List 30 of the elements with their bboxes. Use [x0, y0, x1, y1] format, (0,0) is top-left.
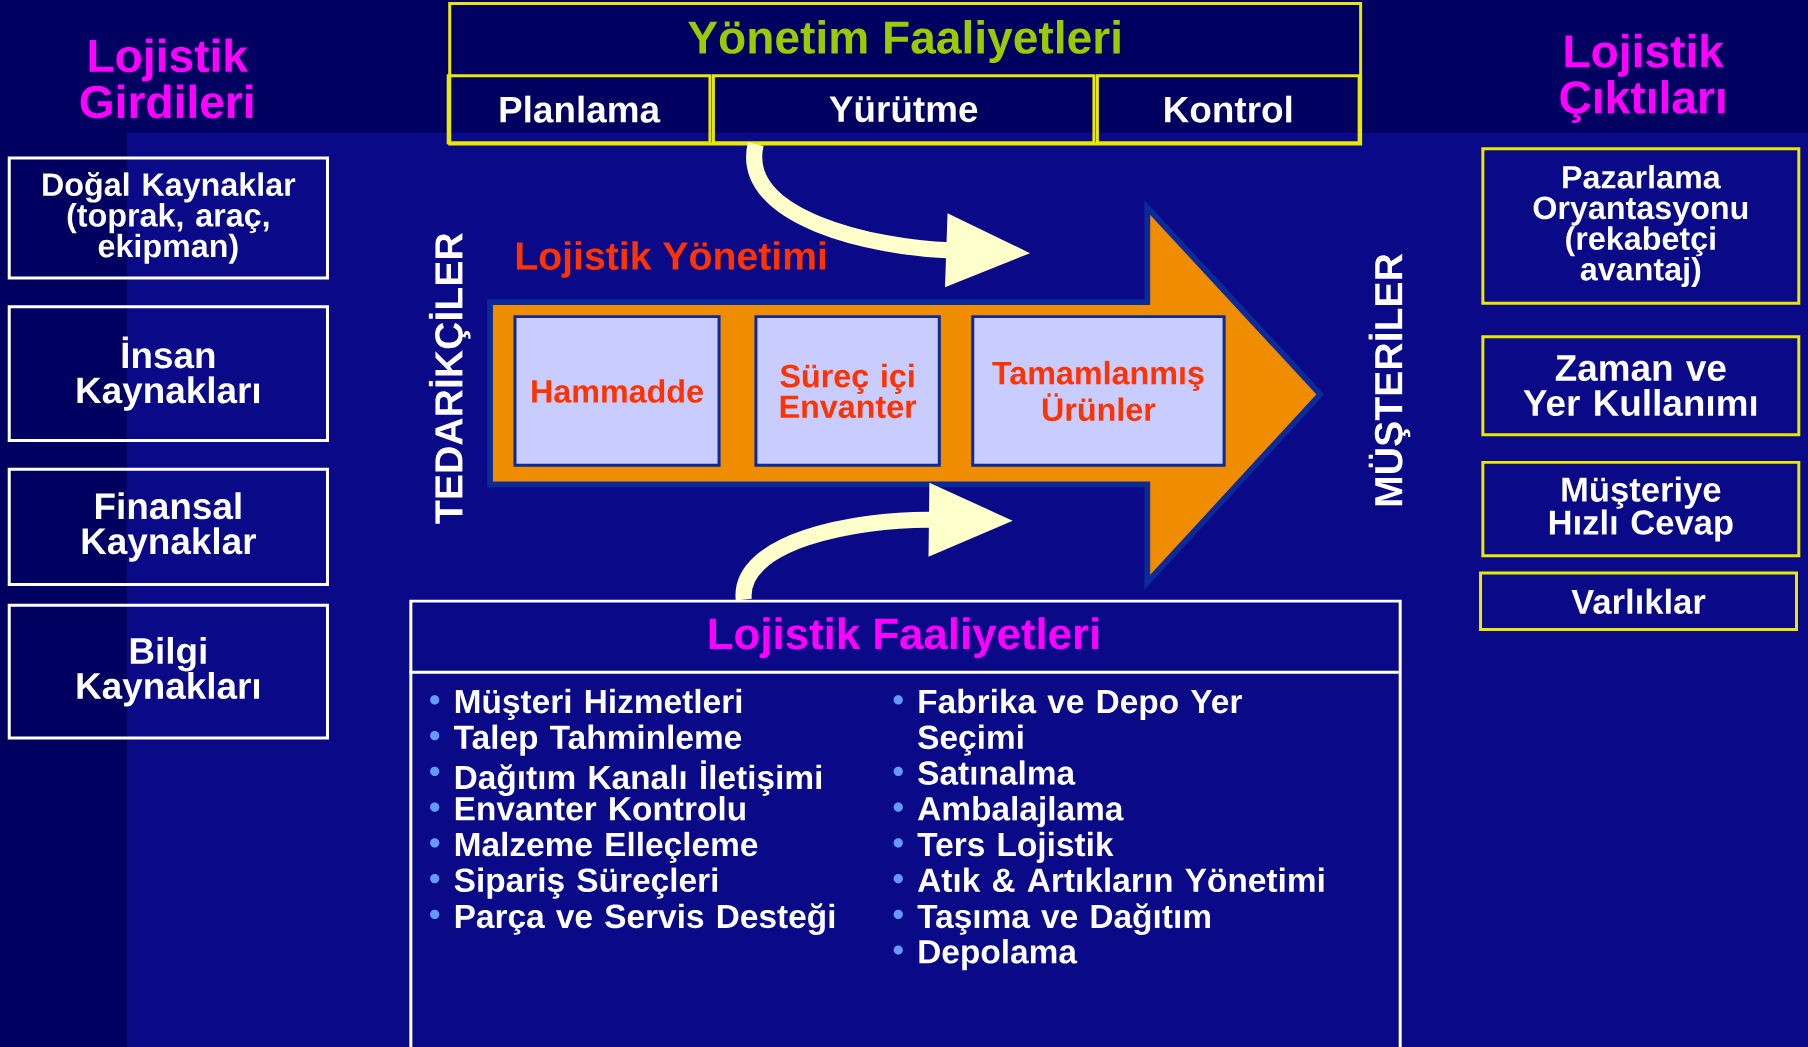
- list-item: Talep Tahminleme: [454, 724, 742, 756]
- list-item: Ambalajlama: [918, 796, 1124, 828]
- list-item: Fabrika ve Depo Yer Seçimi: [918, 688, 1242, 756]
- input-box: Finansal Kaynaklar: [7, 467, 329, 587]
- list-item: Taşıma ve Dağıtım: [917, 903, 1210, 935]
- input-box: İnsan Kaynakları: [7, 305, 329, 442]
- list-item: Atık & Artıkların Yönetimi: [918, 867, 1324, 893]
- output-box: Müşteriye Hızlı Cevap: [1481, 460, 1801, 558]
- input-box: Bilgi Kaynakları: [7, 603, 329, 740]
- list-item: Dağıtım Kanalı İletişimi: [455, 760, 822, 797]
- side-label: MÜŞTERİLER: [1368, 253, 1411, 506]
- input-box: Doğal Kaynaklar (toprak, araç, ekipman): [7, 156, 329, 280]
- stage-box: Süreç içi Envanter: [754, 315, 941, 467]
- list-item: Müşteri Hizmetleri: [455, 688, 742, 721]
- output-box: Pazarlama Oryantasyonu (rekabetçi avantaj): [1481, 147, 1801, 305]
- output-box: Varlıklar: [1479, 571, 1798, 632]
- list-item: Sipariş Süreçleri: [454, 867, 718, 899]
- list-item: Satınalma: [918, 760, 1076, 785]
- stage-box: Tamamlanmış Ürünler: [971, 315, 1226, 467]
- header-cell: Kontrol: [1095, 74, 1361, 145]
- header-cell: Yürütme: [711, 74, 1096, 145]
- list-item: Parça ve Servis Desteği: [455, 903, 835, 935]
- list-item: Depolama: [919, 939, 1078, 971]
- list-item: Ters Lojistik: [917, 831, 1114, 863]
- list-item: Malzeme Elleçleme: [455, 831, 758, 863]
- header-cell: Planlama: [446, 74, 712, 145]
- side-label: TEDARİKÇİLER: [428, 233, 471, 524]
- stage-box: Hammadde: [513, 315, 721, 467]
- output-box: Zaman ve Yer Kullanımı: [1481, 335, 1801, 437]
- list-item: Envanter Kontrolu: [455, 796, 745, 821]
